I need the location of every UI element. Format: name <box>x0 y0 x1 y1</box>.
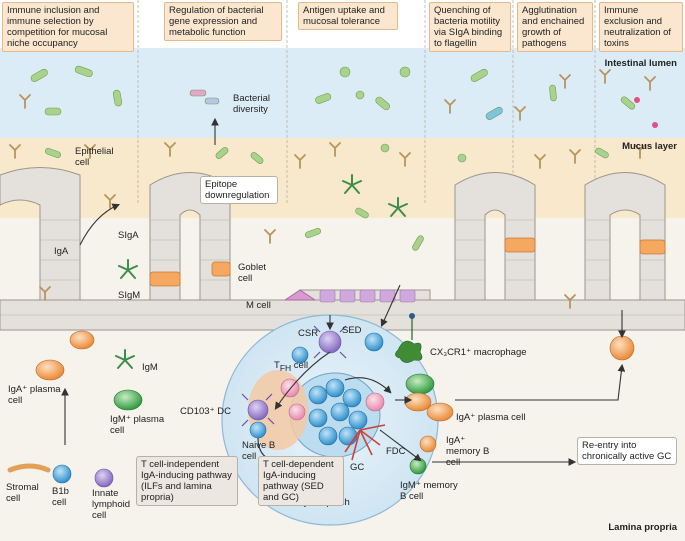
sed-dc-cell <box>313 325 347 359</box>
cd103-dc-cell <box>241 393 275 427</box>
label-stromal-cell: Stromal cell <box>6 482 39 504</box>
tfh-cells <box>280 378 385 421</box>
sed-b-cell <box>364 332 384 352</box>
header-antigen-uptake: Antigen uptake and mucosal tolerance <box>298 2 398 30</box>
label-iga: IgA <box>54 246 69 257</box>
label-epithelial-cell: Epithelial cell <box>75 146 114 168</box>
sigm-pentamers <box>115 174 408 369</box>
label-sigm: SIgM <box>118 290 141 301</box>
label-naive-b-cell: Naive B cell <box>242 440 276 462</box>
label-innate-lymphoid: Innate lymphoid cell <box>92 488 131 521</box>
iga-memory-cell <box>419 435 437 453</box>
naive-b-cell <box>249 421 267 439</box>
label-t-independent-pathway: T cell-independent IgA-inducing pathway … <box>136 456 238 506</box>
zone-label-lumen: Intestinal lumen <box>604 58 677 69</box>
iga-plasma-left <box>35 359 65 381</box>
label-igm-plasma: IgM⁺ plasma cell <box>110 414 165 436</box>
column-dividers <box>137 0 596 205</box>
fdc-cell <box>344 424 386 461</box>
label-macrophage: CX₃CR1⁺ macrophage <box>430 347 527 358</box>
lumen-zone <box>0 48 685 138</box>
label-reentry-gc: Re-entry into chronically active GC <box>577 437 677 465</box>
sed-epithelium-pink <box>319 289 416 303</box>
label-igm-memory: IgM⁺ memory B cell <box>400 480 458 502</box>
label-gc: GC <box>350 462 365 473</box>
label-b1b-cell: B1b cell <box>52 486 69 508</box>
label-tfh-cell: TFH cell <box>274 360 309 373</box>
igm-memory-cell <box>409 457 427 475</box>
label-iga-plasma-right: IgA⁺ plasma cell <box>456 412 526 423</box>
iga-cell-crypt <box>69 330 95 350</box>
header-immune-exclusion: Immune exclusion and neutralization of t… <box>599 2 683 52</box>
label-csr: CSR <box>298 328 319 339</box>
label-siga: SIgA <box>118 230 139 241</box>
header-gene-regulation: Regulation of bacterial gene expression … <box>164 2 282 41</box>
gc-b-cells <box>308 378 368 446</box>
m-cell-shape <box>283 289 317 301</box>
zone-label-mucus: Mucus layer <box>622 141 677 152</box>
stromal-cell <box>7 463 51 473</box>
header-agglutination: Agglutination and enchained growth of pa… <box>517 2 593 52</box>
antibodies <box>9 69 656 309</box>
label-sed: SED <box>342 325 362 336</box>
label-goblet-cell: Goblet cell <box>238 262 266 284</box>
igm-plasma-right <box>405 373 435 395</box>
b1b-cell <box>52 464 72 484</box>
label-m-cell: M cell <box>246 300 271 311</box>
header-immune-inclusion: Immune inclusion and immune selection by… <box>2 2 134 52</box>
bacteria <box>30 65 636 251</box>
sed-b-cell-2 <box>291 346 309 364</box>
macrophage-cell <box>395 313 423 363</box>
label-bacterial-diversity: Bacterial diversity <box>233 93 270 115</box>
innate-lymphoid-cell <box>94 468 114 488</box>
label-cd103-dc: CD103⁺ DC <box>180 406 231 417</box>
label-t-dependent-pathway: T cell-dependent IgA-inducing pathway (S… <box>258 456 344 506</box>
header-quenching-motility: Quenching of bacteria motility via SIgA … <box>429 2 511 52</box>
label-iga-plasma-left: IgA⁺ plasma cell <box>8 384 61 406</box>
iga-plasma-upright <box>609 335 635 361</box>
label-fdc: FDC <box>386 446 406 457</box>
arrows <box>61 117 626 466</box>
goblet-cells <box>149 237 666 287</box>
igm-plasma-left <box>113 389 143 411</box>
label-iga-memory: IgA⁺ memory B cell <box>446 435 490 468</box>
label-epitope-downregulation: Epitope downregulation <box>200 176 278 204</box>
label-igm: IgM <box>142 362 158 373</box>
toxins <box>634 97 658 128</box>
zone-label-lamina: Lamina propria <box>608 522 677 533</box>
